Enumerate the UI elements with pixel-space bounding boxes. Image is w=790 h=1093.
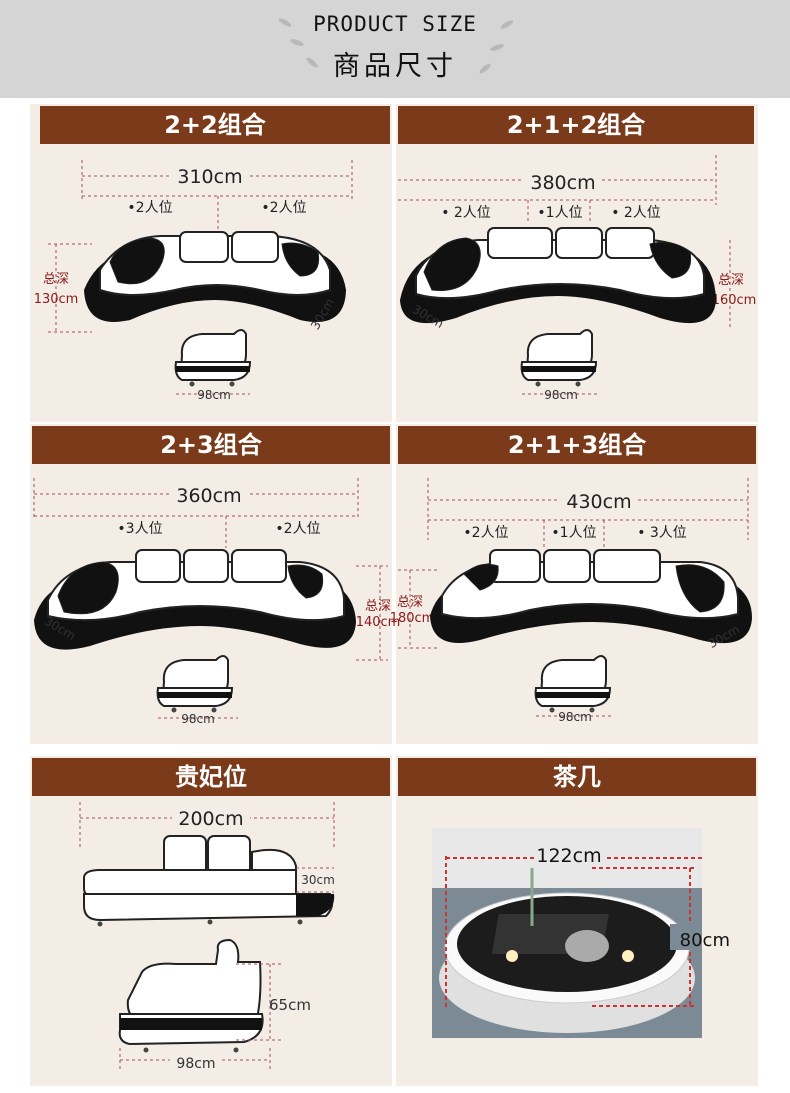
section-title-s4: 2+1+3组合: [398, 426, 756, 464]
sofa-diagram-s3: 360cm •3人位 •2人位 总深 140cm 30cm 98cm: [33, 478, 401, 726]
chaise-diagram-s5: 200cm 30cm 65cm 98cm: [79, 802, 335, 1072]
seat-label-s2c: • 2人位: [611, 205, 661, 221]
title-english: PRODUCT SIZE: [313, 12, 477, 36]
section-title-s5: 贵妃位: [32, 758, 390, 796]
depth-label-s2: 总深: [718, 273, 744, 288]
section-title-s1: 2+2组合: [40, 106, 390, 144]
seat-label-s3a: •3人位: [117, 521, 162, 537]
width-label-s6: 122cm: [536, 845, 601, 867]
depth-value-s3: 140cm: [356, 615, 401, 630]
tea-table-photo: 122cm 80cm: [432, 828, 730, 1038]
side-label-s4: 98cm: [558, 710, 592, 724]
sofa-diagram-s4: 430cm •2人位 •1人位 • 3人位 总深 180cm 30cm 98cm: [390, 478, 752, 724]
section-title-s2: 2+1+2组合: [398, 106, 754, 144]
page-header: PRODUCT SIZE 商品尺寸: [0, 0, 790, 98]
arm-label-s5: 30cm: [301, 873, 335, 887]
sofa-diagram-s2: 380cm • 2人位 •1人位 • 2人位 总深 160cm 30cm 98c…: [398, 155, 756, 402]
width-label-s4: 430cm: [566, 491, 631, 513]
seat-label-s4a: •2人位: [463, 525, 508, 541]
section-title-s6: 茶几: [398, 758, 756, 796]
side-label-s2: 98cm: [544, 388, 578, 402]
height-label-s5: 65cm: [269, 996, 311, 1014]
depth-value-s2: 160cm: [712, 293, 757, 308]
title-chinese: 商品尺寸: [333, 51, 457, 82]
seat-label-s1a: •2人位: [127, 200, 172, 216]
seat-label-s4c: • 3人位: [637, 525, 687, 541]
side-label-s3: 98cm: [181, 712, 215, 726]
depth-label-s6: 80cm: [680, 930, 730, 951]
sofa-diagram-s1: 310cm •2人位 •2人位 总深 130cm 30cm 98cm: [34, 160, 353, 402]
width-label-s2: 380cm: [530, 172, 595, 194]
seat-label-s2b: •1人位: [537, 205, 582, 221]
side-label-s1: 98cm: [197, 388, 231, 402]
tea-table-drawing: 122cm 80cm: [432, 828, 730, 1038]
seat-label-s4b: •1人位: [551, 525, 596, 541]
width-label-s3: 360cm: [176, 485, 241, 507]
depth-label-s1: 总深: [43, 272, 69, 287]
seat-label-s3b: •2人位: [275, 521, 320, 537]
seat-label-s2a: • 2人位: [441, 205, 491, 221]
section-title-s3: 2+3组合: [32, 426, 390, 464]
width-label-s1: 310cm: [177, 166, 242, 188]
depth-value-s4: 180cm: [390, 611, 435, 626]
width-label-s5: 200cm: [178, 808, 243, 830]
side-label-s5: 98cm: [176, 1056, 215, 1072]
depth-label-s3: 总深: [365, 599, 391, 614]
depth-label-s4: 总深: [397, 595, 423, 610]
depth-value-s1: 130cm: [34, 292, 79, 307]
seat-label-s1b: •2人位: [261, 200, 306, 216]
